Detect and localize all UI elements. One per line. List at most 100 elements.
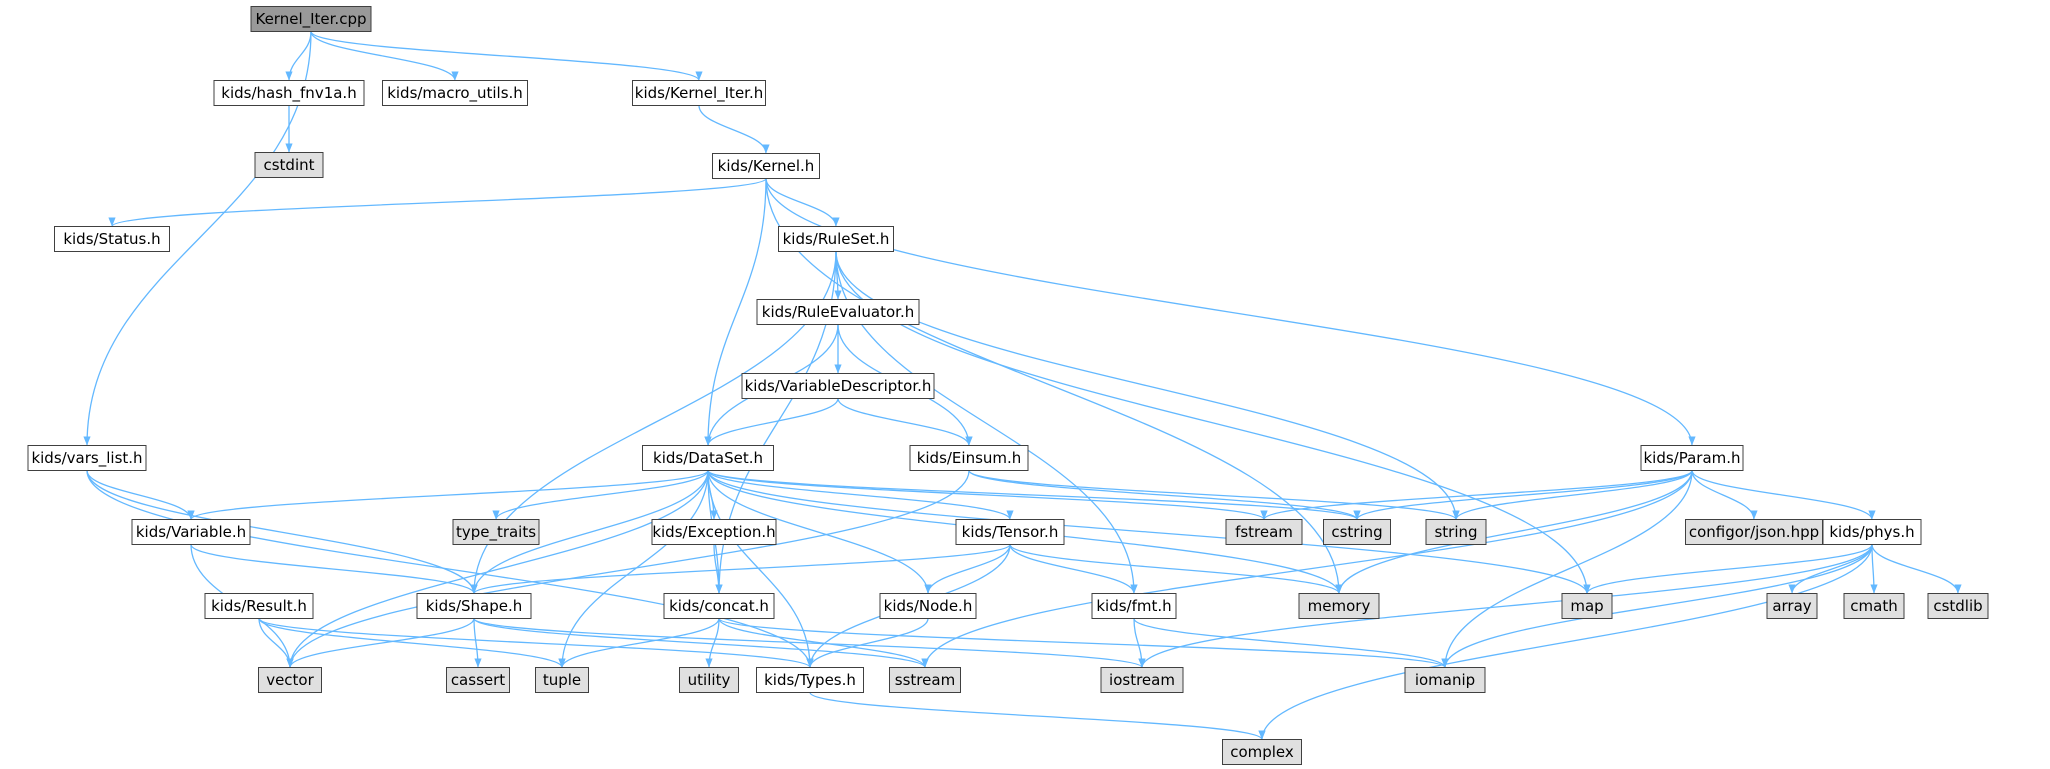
node-label: utility [688,671,731,689]
node-label: kids/Tensor.h [962,523,1059,541]
node-box [416,593,532,619]
node-status[interactable]: kids/Status.h [54,226,170,252]
edge-concat-to-tuple [558,618,720,668]
node-box [712,153,820,179]
node-label: kids/hash_fnv1a.h [221,84,356,103]
node-label: fstream [1235,523,1293,541]
edge-param-to-memory [1335,470,1693,594]
edge-tensor-to-shape [470,543,1011,595]
node-box [1425,519,1487,545]
node-box [756,667,864,693]
node-ruleset[interactable]: kids/RuleSet.h [778,226,894,252]
node-tensor[interactable]: kids/Tensor.h [955,519,1065,545]
edge-root-to-macro [310,31,459,81]
node-node[interactable]: kids/Node.h [879,593,977,619]
node-box [1822,519,1922,545]
edge-kernel-to-dataset [704,178,767,446]
node-box [909,445,1029,471]
node-label: tuple [543,671,581,689]
node-box [778,226,894,252]
node-vardesc[interactable]: kids/VariableDescriptor.h [741,373,935,399]
node-typetraits: type_traits [452,519,540,545]
edge-dataset-to-node [707,470,932,594]
node-label: vector [266,671,314,689]
node-ruleeval[interactable]: kids/RuleEvaluator.h [756,299,920,325]
node-box [1561,593,1613,619]
node-kiter[interactable]: kids/Kernel_Iter.h [632,80,766,106]
node-param[interactable]: kids/Param.h [1640,445,1744,471]
node-hash[interactable]: kids/hash_fnv1a.h [213,80,365,106]
edge-phys-to-iostream [1138,544,1873,668]
node-box [1640,445,1744,471]
edges-layer [83,30,1962,741]
node-label: kids/fmt.h [1096,597,1171,615]
node-box [1766,593,1818,619]
node-shape[interactable]: kids/Shape.h [416,593,532,619]
node-cstdint: cstdint [254,152,324,178]
edge-varslist-to-shape [86,470,478,594]
node-box [879,593,977,619]
edge-types-to-complex [809,691,1266,741]
node-box [1091,593,1177,619]
edge-param-to-iomanip [1441,470,1693,668]
edge-phys-to-complex [1258,544,1873,740]
edge-fmt-to-iostream [1133,618,1146,668]
node-label: kids/RuleSet.h [783,230,890,248]
node-label: configor/json.hpp [1689,523,1819,541]
node-fstream: fstream [1225,519,1303,545]
node-fmt[interactable]: kids/fmt.h [1091,593,1177,619]
node-label: kids/Status.h [63,230,160,248]
node-einsum[interactable]: kids/Einsum.h [909,445,1029,471]
node-label: type_traits [456,523,536,542]
node-cassert: cassert [446,667,510,693]
edge-dataset-to-types [707,470,814,668]
node-varslist[interactable]: kids/vars_list.h [27,445,147,471]
node-array: array [1766,593,1818,619]
node-variable[interactable]: kids/Variable.h [131,519,251,545]
node-cstdlib: cstdlib [1927,593,1989,619]
edge-exception-to-concat [713,544,723,594]
edge-param-to-sstream [921,470,1693,668]
node-label: kids/Shape.h [426,597,523,615]
node-label: kids/concat.h [669,597,769,615]
edge-tensor-to-node [924,544,1011,594]
node-box [452,519,540,545]
node-memory: memory [1298,593,1380,619]
node-dataset[interactable]: kids/DataSet.h [642,445,774,471]
node-root[interactable]: Kernel_Iter.cpp [250,6,372,32]
node-box [1100,667,1184,693]
node-types[interactable]: kids/Types.h [756,667,864,693]
node-box [1685,519,1823,545]
node-label: kids/Result.h [211,597,307,615]
edge-dataset-to-variable [187,469,709,521]
node-box [535,667,589,693]
node-box [741,373,935,399]
node-box [27,445,147,471]
node-label: cstdint [263,156,314,174]
edge-varslist-to-types [86,470,814,668]
node-phys[interactable]: kids/phys.h [1822,519,1922,545]
edge-shape-to-sstream [473,617,929,669]
nodes-layer: Kernel_Iter.cpp kids/hash_fnv1a.h kids/mac… [27,6,1989,765]
node-result[interactable]: kids/Result.h [204,593,314,619]
edge-dataset-to-typetraits [492,470,709,520]
node-macro[interactable]: kids/macro_utils.h [382,80,528,106]
node-concat[interactable]: kids/concat.h [663,593,775,619]
edge-dataset-to-tuple [558,470,709,668]
node-label: kids/Param.h [1643,449,1740,467]
node-box [1222,739,1302,765]
edge-concat-to-iomanip [718,617,1449,669]
edge-root-to-hash [285,31,312,81]
node-exception[interactable]: kids/Exception.h [651,519,777,545]
edge-dataset-to-cstring [707,469,1361,521]
edge-shape-to-vector [286,618,475,668]
node-box [889,667,961,693]
node-label: kids/phys.h [1829,523,1914,541]
node-sstream: sstream [889,667,961,693]
node-kernel[interactable]: kids/Kernel.h [712,153,820,179]
node-label: kids/Kernel.h [718,157,815,175]
edge-dataset-to-fstream [707,469,1268,521]
node-box [213,80,365,106]
node-label: cassert [451,671,505,689]
